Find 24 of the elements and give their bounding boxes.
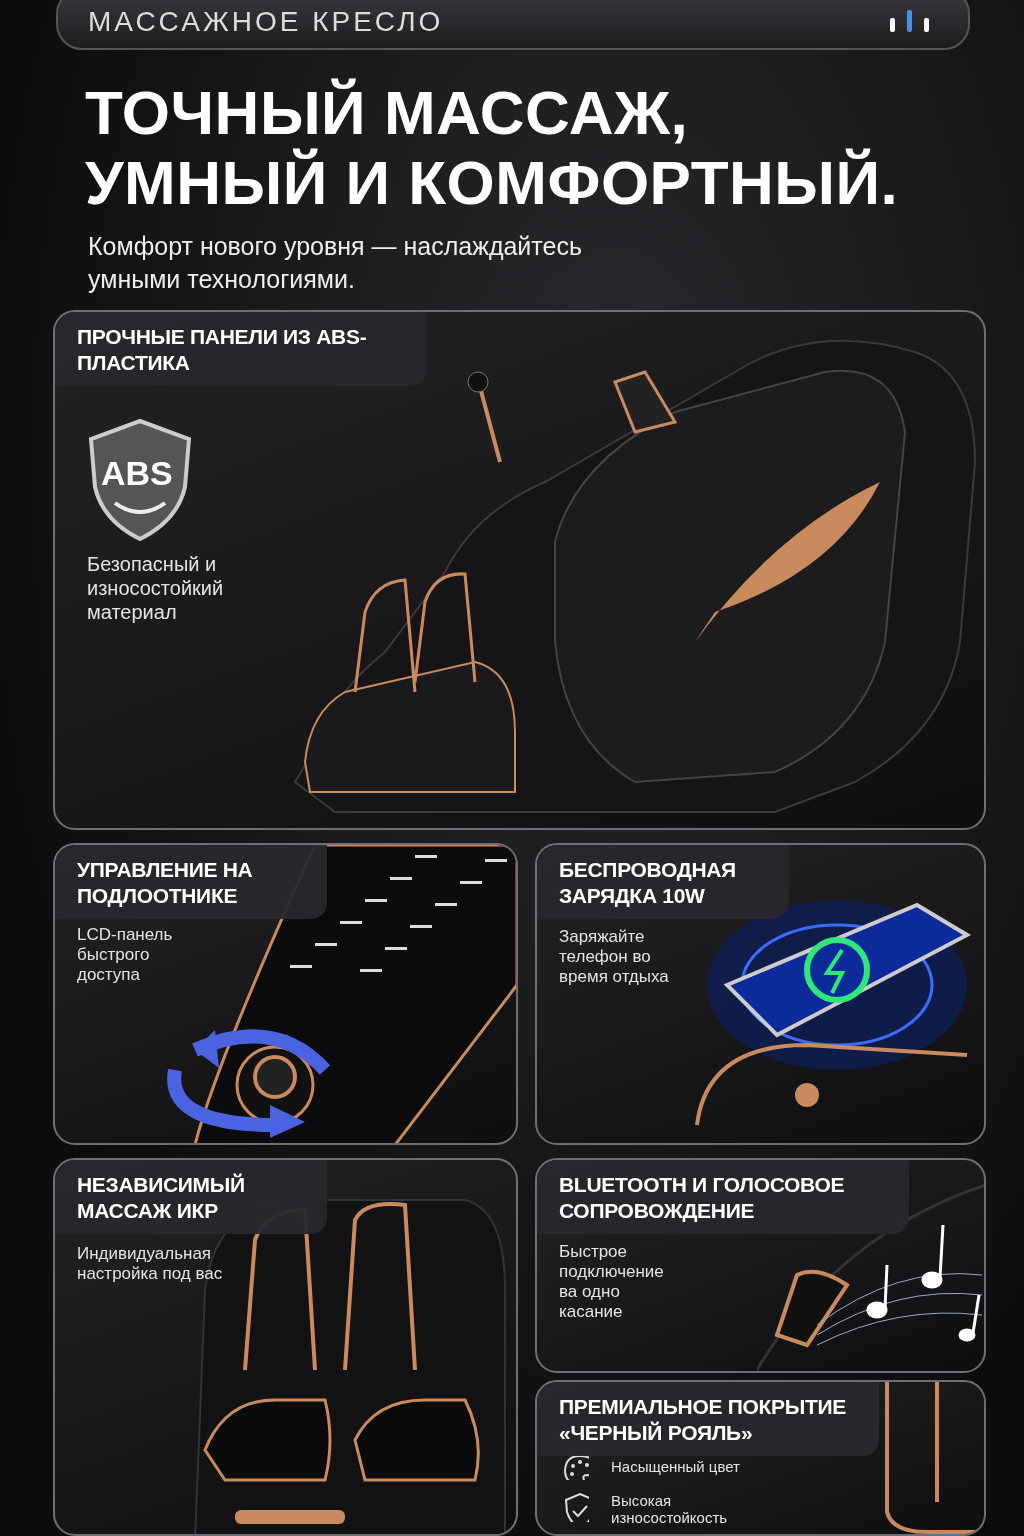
header-bar (56, 0, 970, 50)
feature-card (53, 310, 986, 830)
card-text: LCD-панель быстрого доступа (77, 925, 174, 985)
header-text: МАССАЖНОЕ КРЕСЛО (88, 6, 444, 38)
shield-label: ABS (101, 454, 173, 493)
card-heading: ПРОЧНЫЕ ПАНЕЛИ ИЗ ABS-ПЛАСТИКА (55, 312, 427, 386)
feature-card (53, 1158, 518, 1536)
feature-card (535, 843, 986, 1145)
card-heading: НЕЗАВИСИМЫЙ МАССАЖ ИКР (55, 1160, 327, 1234)
headline-title: ТОЧНЫЙ МАССАЖ, УМНЫЙ И КОМФОРТНЫЙ. (85, 78, 900, 218)
card-text: Заряжайте телефон во время отдыха (559, 927, 670, 987)
subtitle-text: Комфорт нового уровня — наслаждайтесь умными технологиями. (88, 231, 583, 295)
card-text: Индивидуальная настройка под вас (77, 1244, 224, 1284)
card-heading: ПРЕМИАЛЬНОЕ ПОКРЫТИЕ «ЧЕРНЫЙ РОЯЛЬ» (537, 1382, 879, 1456)
card-heading: BLUETOOTH И ГОЛОСОВОЕ СОПРОВОЖДЕНИЕ (537, 1160, 909, 1234)
card-text: Быстрое подключение ва одно касание (559, 1242, 665, 1322)
feature-card (535, 1158, 986, 1373)
feature-text: Высокая износостойкость (611, 1492, 729, 1526)
feature-card (535, 1380, 986, 1536)
feature-text: Насыщенный цвет (611, 1458, 741, 1475)
card-heading: УПРАВЛЕНИЕ НА ПОДЛООТНИКЕ (55, 845, 327, 919)
card-heading: БЕСПРОВОДНАЯ ЗАРЯДКА 10W (537, 845, 789, 919)
feature-card (53, 843, 518, 1145)
card-text: Безопасный и износостойкий материал (87, 552, 225, 624)
